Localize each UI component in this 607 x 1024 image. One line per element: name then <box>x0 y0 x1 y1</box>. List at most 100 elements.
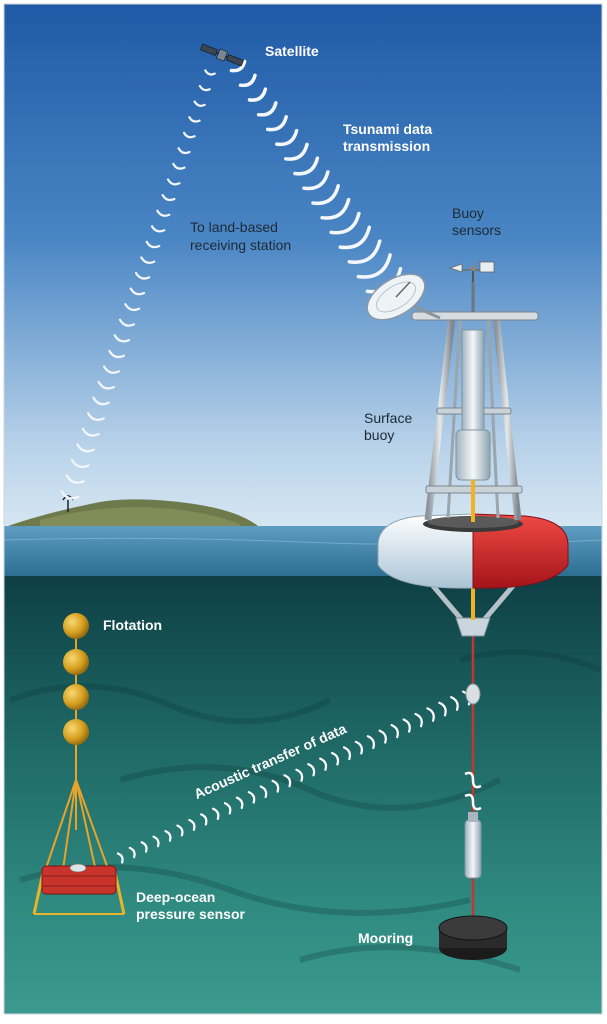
signal-arc <box>302 170 330 191</box>
signal-arc <box>212 807 220 820</box>
label-tsunami-line1: Tsunami data <box>343 121 433 137</box>
tsunami-transmission-arcs <box>229 59 403 294</box>
signal-arc <box>172 162 186 170</box>
sky <box>4 4 602 527</box>
signal-arc <box>426 707 435 722</box>
signal-arc <box>366 735 375 750</box>
label-land-line1: To land-based <box>190 219 278 235</box>
signal-arc <box>271 779 280 793</box>
signal-arc <box>265 115 288 132</box>
signal-arc <box>275 128 299 147</box>
signal-arc <box>223 802 232 815</box>
signal-arc <box>247 791 256 804</box>
signal-arc <box>103 365 120 374</box>
flotation-assembly <box>41 613 113 891</box>
flotation-ball <box>63 684 89 710</box>
signal-arc <box>152 835 160 848</box>
signal-arc <box>414 712 423 728</box>
signal-arc <box>450 696 459 711</box>
signal-arc <box>320 197 351 220</box>
signal-arc <box>182 131 196 139</box>
label-land-line2: receiving station <box>190 237 292 253</box>
label-mooring: Mooring <box>358 930 414 946</box>
signal-arc <box>331 751 340 766</box>
signal-arc <box>177 147 191 155</box>
wind-sensor-icon <box>448 261 495 282</box>
signal-arc <box>347 239 382 264</box>
signal-arc <box>140 256 156 264</box>
signal-arc <box>229 59 247 73</box>
signal-arc <box>356 253 392 279</box>
signal-arc <box>198 84 211 92</box>
flotation-ball <box>63 719 89 745</box>
signal-arc <box>390 724 399 739</box>
label-buoy-sensors-line1: Buoy <box>452 205 484 221</box>
signal-arc <box>71 458 90 469</box>
signal-arc <box>235 796 244 810</box>
signal-arc <box>307 763 316 777</box>
seafloor-texture <box>8 649 602 973</box>
signal-arc <box>319 757 328 771</box>
signal-arc <box>108 349 125 359</box>
signal-arc <box>354 740 363 755</box>
signal-arc <box>87 412 105 421</box>
label-surface-buoy-line1: Surface <box>364 410 413 426</box>
signal-arc <box>204 69 216 76</box>
signal-arc <box>134 271 151 280</box>
label-satellite: Satellite <box>265 43 319 59</box>
signal-arc <box>161 194 176 202</box>
signal-arc <box>438 701 447 717</box>
signal-arc <box>129 287 146 296</box>
signal-arc <box>176 824 184 837</box>
signal-arc <box>378 729 387 744</box>
signal-arc <box>338 225 372 250</box>
signal-arc <box>116 852 124 864</box>
signal-arc <box>65 474 85 484</box>
signal-arc <box>188 116 201 123</box>
signal-arc <box>247 87 268 102</box>
signal-arc <box>60 490 80 500</box>
surface-buoy <box>377 269 569 930</box>
signal-arc <box>238 73 257 88</box>
signal-arc <box>342 746 352 760</box>
satellite-icon <box>200 43 244 67</box>
signal-arc <box>193 100 206 107</box>
mooring-assembly <box>438 683 508 960</box>
signal-arc <box>156 209 171 217</box>
signal-arc <box>329 211 361 235</box>
signal-arc <box>118 318 136 327</box>
signal-arc <box>76 443 95 453</box>
label-pressure-line1: Deep-ocean <box>136 889 216 905</box>
signal-arc <box>140 841 148 853</box>
signal-arc <box>128 846 136 859</box>
signal-arc <box>150 225 166 233</box>
signal-arc <box>402 718 411 733</box>
signal-arc <box>92 396 110 406</box>
signal-arc <box>166 178 181 186</box>
signal-arc <box>284 142 309 161</box>
label-buoy-sensors-line2: sensors <box>452 222 502 238</box>
label-tsunami-line2: transmission <box>343 138 431 154</box>
signal-arc <box>113 334 131 343</box>
pressure-sensor <box>32 863 126 915</box>
signal-arc <box>188 818 196 831</box>
signal-arc <box>283 774 292 788</box>
signal-arc <box>295 768 304 782</box>
satellite-dish-icon <box>366 273 441 321</box>
label-flotation: Flotation <box>103 617 163 633</box>
signal-arc <box>311 184 340 206</box>
land-transmission-arcs <box>60 69 216 500</box>
flotation-ball <box>63 613 89 639</box>
signal-arc <box>164 830 172 842</box>
flotation-ball <box>63 649 89 675</box>
signal-arc <box>293 156 320 176</box>
signal-arc <box>145 240 161 249</box>
signal-arc <box>124 303 141 311</box>
label-surface-buoy-line2: buoy <box>364 427 395 443</box>
signal-arc <box>81 427 100 437</box>
label-pressure-line2: pressure sensor <box>136 906 245 922</box>
signal-arc <box>256 101 278 117</box>
signal-arc <box>200 813 208 826</box>
ocean-depths <box>4 576 602 1014</box>
